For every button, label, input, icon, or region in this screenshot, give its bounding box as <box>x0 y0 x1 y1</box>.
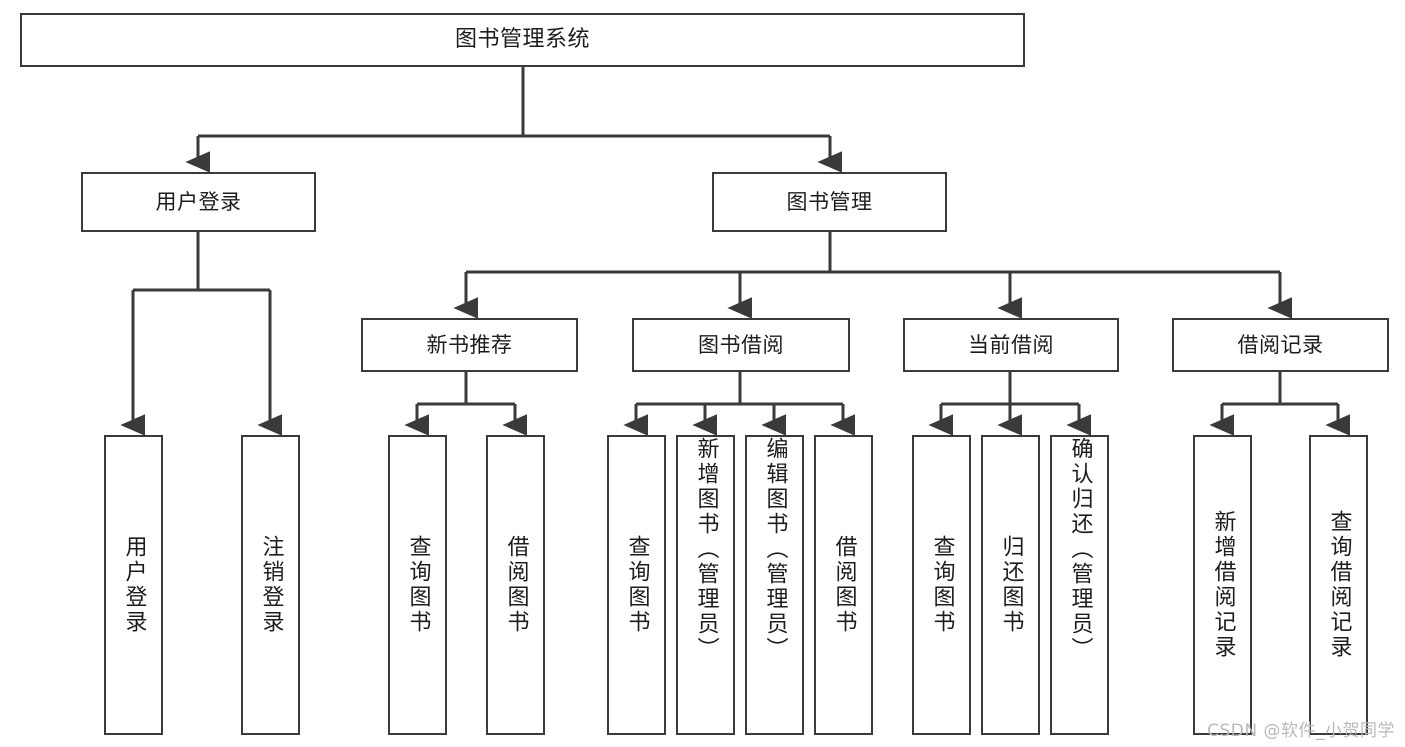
node-label: 借阅图书 <box>503 535 529 635</box>
node-label: 新增借阅记录 <box>1210 510 1236 660</box>
node-label: 当前借阅 <box>968 332 1054 357</box>
leaf-query-book-newbook[interactable]: 查询图书 <box>388 435 447 735</box>
node-label: 新书推荐 <box>426 332 513 357</box>
node-label: 借阅图书 <box>831 535 857 635</box>
leaf-logout[interactable]: 注销登录 <box>241 435 300 735</box>
leaf-query-book-current[interactable]: 查询图书 <box>912 435 971 735</box>
leaf-query-book-borrow[interactable]: 查询图书 <box>607 435 666 735</box>
node-label: 用户登录 <box>121 535 147 635</box>
leaf-confirm-return-admin[interactable]: 确认归还（管理员） <box>1050 435 1109 735</box>
node-label: 图书管理系统 <box>454 27 590 53</box>
node-label: 图书借阅 <box>698 332 784 357</box>
node-borrow-record[interactable]: 借阅记录 <box>1172 318 1389 372</box>
node-label: 图书管理 <box>786 189 873 214</box>
leaf-user-login[interactable]: 用户登录 <box>104 435 163 735</box>
node-label: 查询图书 <box>929 535 955 635</box>
csdn-watermark: CSDN @软件_小贺同学 <box>1207 721 1395 741</box>
leaf-return-book[interactable]: 归还图书 <box>981 435 1040 735</box>
node-label: 借阅记录 <box>1237 332 1324 357</box>
node-book-borrow[interactable]: 图书借阅 <box>632 318 850 372</box>
node-new-book-recommend[interactable]: 新书推荐 <box>361 318 578 372</box>
node-user-login[interactable]: 用户登录 <box>81 172 316 232</box>
leaf-edit-book-admin[interactable]: 编辑图书（管理员） <box>745 435 804 735</box>
node-label: 注销登录 <box>258 535 284 635</box>
leaf-query-borrow-record[interactable]: 查询借阅记录 <box>1309 435 1368 735</box>
node-label: 确认归还（管理员） <box>1067 437 1093 662</box>
leaf-add-borrow-record[interactable]: 新增借阅记录 <box>1193 435 1252 735</box>
node-label: 用户登录 <box>155 189 242 214</box>
node-label: 查询借阅记录 <box>1326 510 1352 660</box>
node-root-book-management-system[interactable]: 图书管理系统 <box>20 13 1025 67</box>
leaf-borrow-book[interactable]: 借阅图书 <box>814 435 873 735</box>
node-label: 归还图书 <box>998 535 1024 635</box>
node-label: 查询图书 <box>405 535 431 635</box>
node-book-management[interactable]: 图书管理 <box>712 172 947 232</box>
node-current-borrow[interactable]: 当前借阅 <box>903 318 1119 372</box>
node-label: 新增图书（管理员） <box>693 437 719 662</box>
node-label: 查询图书 <box>624 535 650 635</box>
leaf-add-book-admin[interactable]: 新增图书（管理员） <box>676 435 735 735</box>
leaf-borrow-book-newbook[interactable]: 借阅图书 <box>486 435 545 735</box>
node-label: 编辑图书（管理员） <box>762 437 788 662</box>
